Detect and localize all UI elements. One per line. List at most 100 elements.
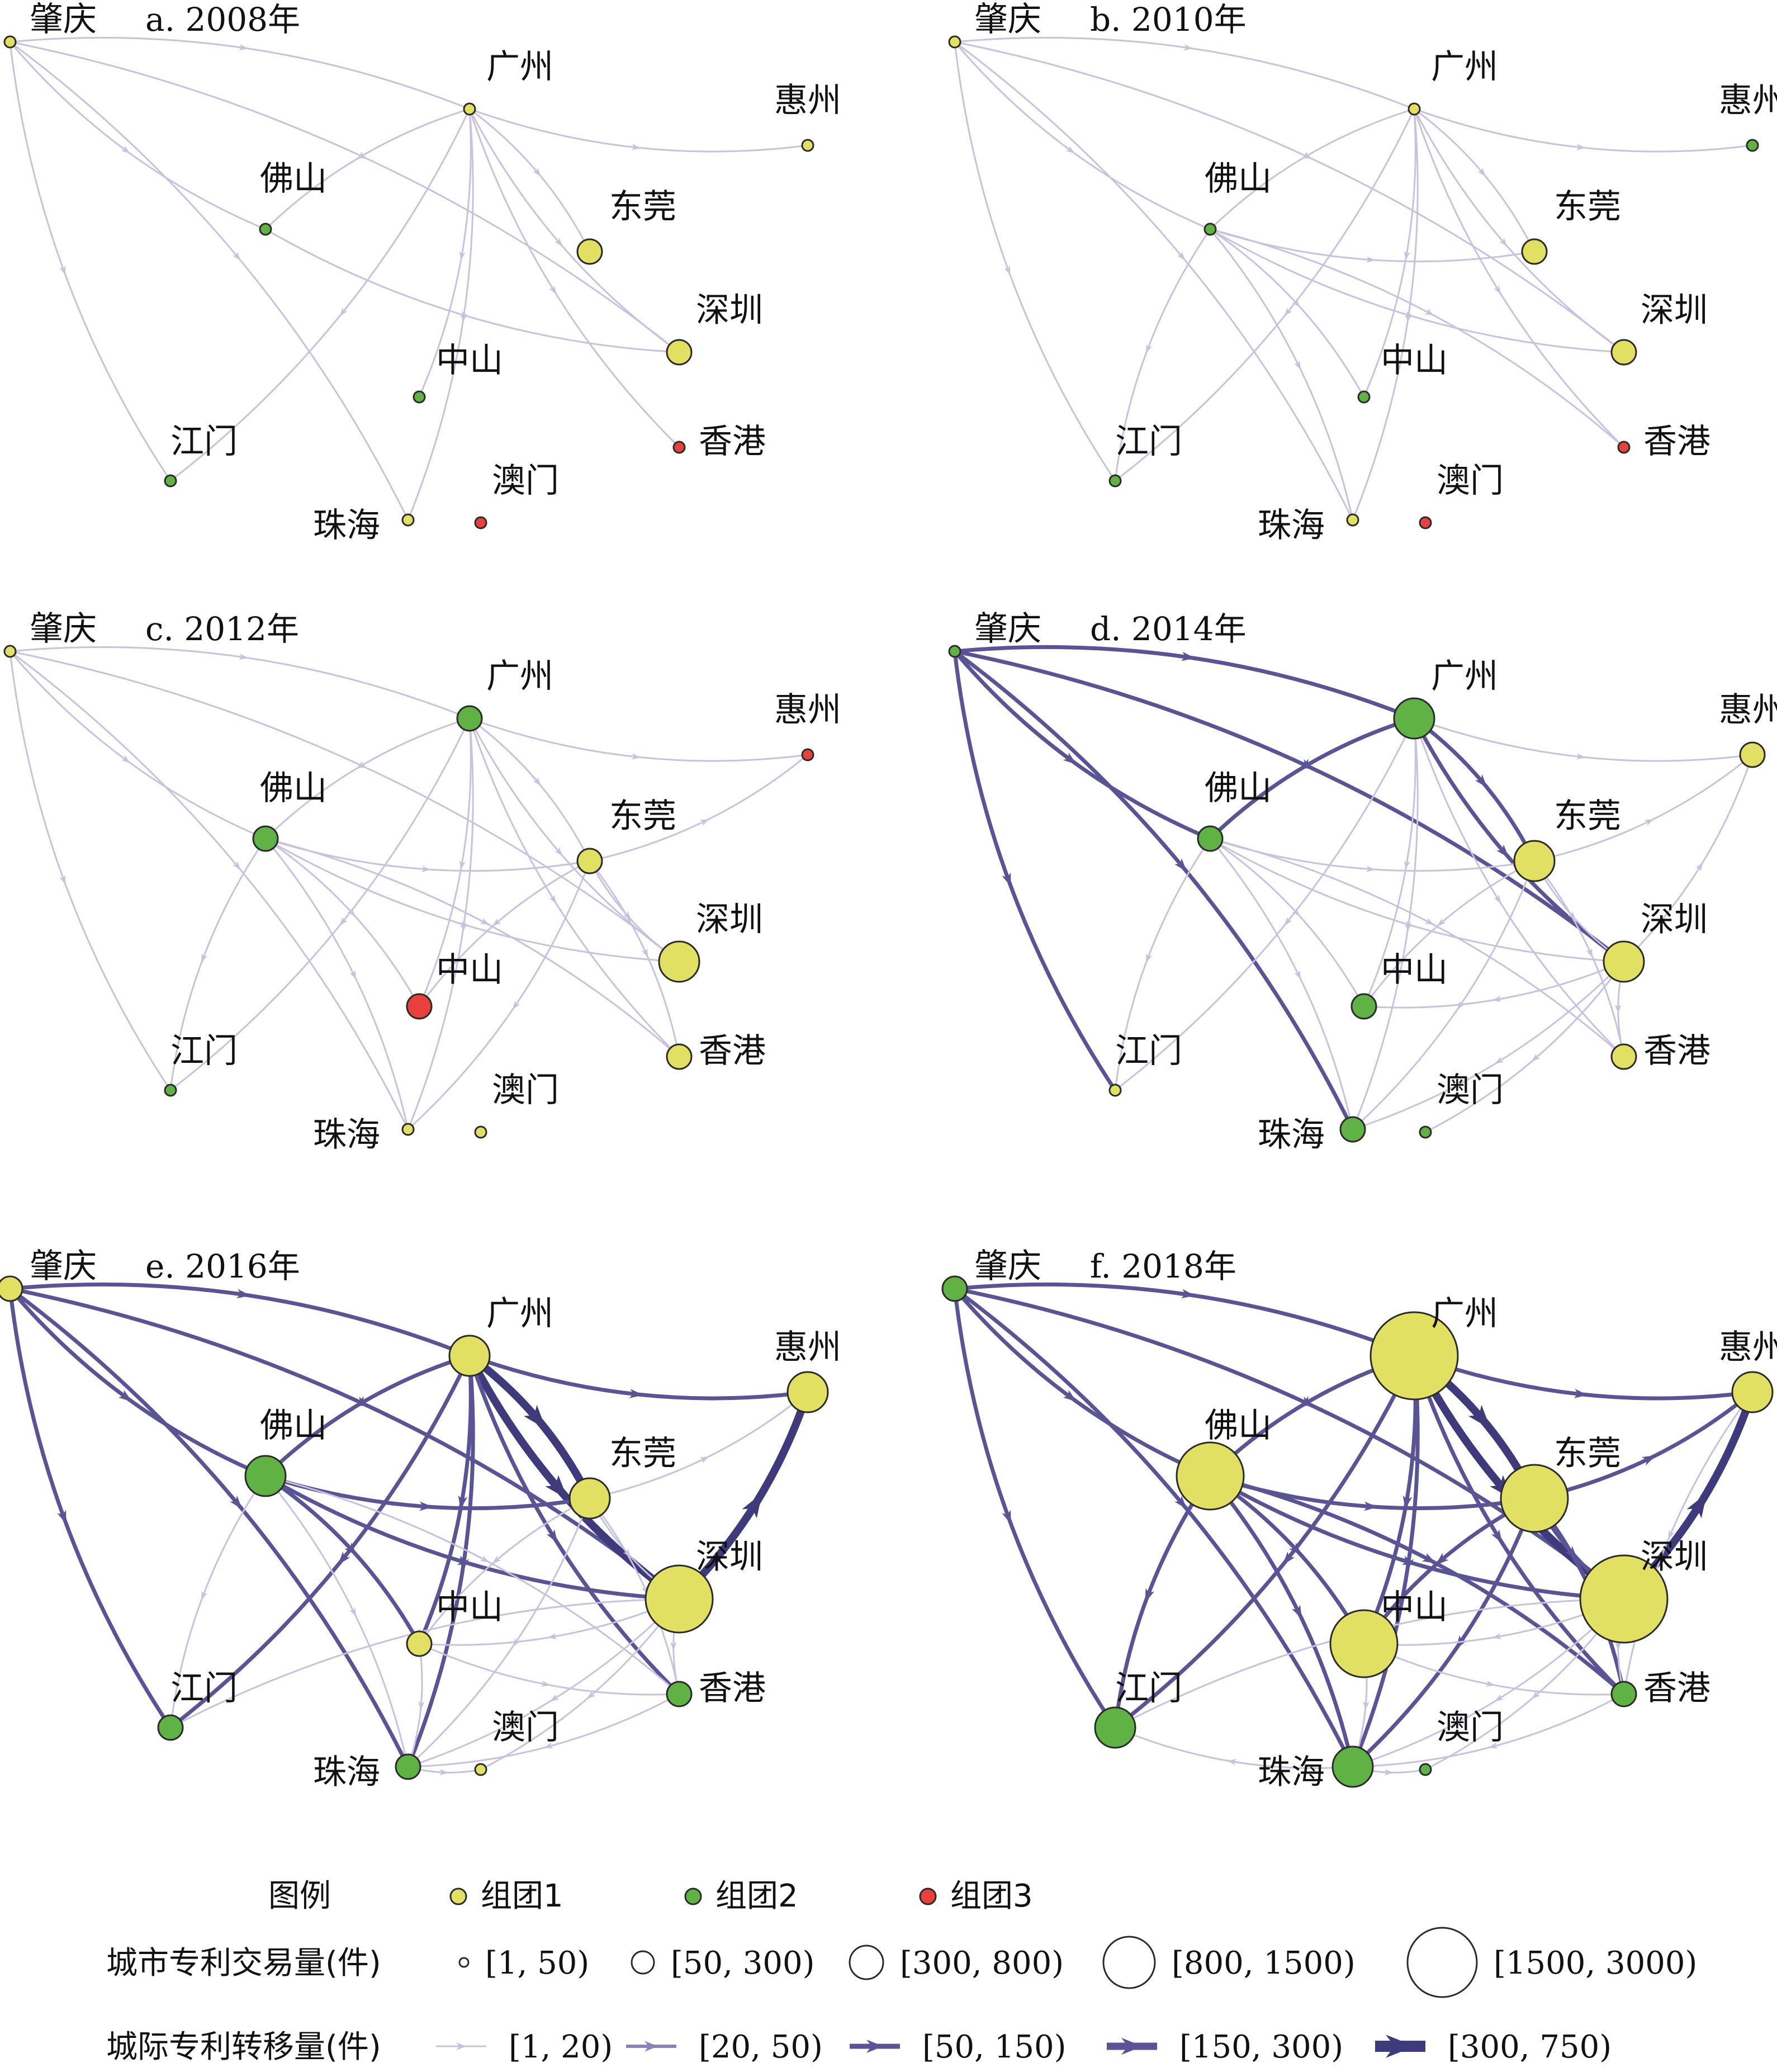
city-node (1331, 1745, 1374, 1788)
edge-arrow (1492, 1633, 1502, 1640)
city-label: 佛山 (1205, 1406, 1272, 1445)
city-node (401, 513, 415, 527)
city-node (1419, 1763, 1432, 1776)
city-node (1346, 513, 1359, 527)
city-node (395, 1753, 421, 1780)
transfer-edge (1413, 108, 1625, 353)
city-label: 惠州 (1719, 1328, 1777, 1367)
city-label: 广州 (486, 657, 553, 696)
edge-arrow (1366, 865, 1376, 872)
city-label: 东莞 (609, 797, 676, 836)
edge-arrow (1065, 145, 1075, 154)
edge-arrow (1294, 361, 1301, 370)
city-node (1419, 516, 1432, 529)
edge-arrow (1364, 1501, 1378, 1511)
edge-arrow (541, 1680, 551, 1687)
edge-arrow (1299, 1396, 1314, 1407)
transfer-edge (9, 650, 680, 963)
edge-arrow (1404, 251, 1410, 261)
city-label: 珠海 (313, 1753, 380, 1792)
edge-arrow (421, 865, 431, 872)
city-node (1329, 1609, 1399, 1678)
edge-arrow (339, 307, 348, 316)
city-label: 惠州 (774, 81, 841, 120)
legend-edge-label: [50, 150) (922, 2029, 1066, 2065)
edge-arrow (1181, 1289, 1196, 1299)
city-node (786, 1371, 829, 1413)
edge-arrow (347, 907, 356, 917)
city-node (463, 102, 476, 116)
transfer-edge (954, 41, 1116, 482)
city-label: 佛山 (260, 159, 327, 198)
city-label: 江门 (170, 1032, 238, 1071)
edge-arrow (1294, 970, 1301, 980)
legend-size-circle (849, 1945, 884, 1980)
panel-title: f. 2018年 (1090, 1247, 1236, 1285)
city-node (576, 238, 603, 265)
city-label: 广州 (1431, 1294, 1498, 1333)
edge-arrow (1435, 1553, 1449, 1565)
edges (8, 1282, 812, 1776)
edge-arrow (457, 1555, 472, 1565)
city-label: 深圳 (1641, 1538, 1708, 1577)
transfer-edge (9, 41, 172, 482)
transfer-edge (953, 649, 1626, 964)
city-node (406, 993, 433, 1020)
city-label: 中山 (1381, 950, 1448, 990)
edge-arrow (1499, 238, 1508, 247)
city-label: 肇庆 (30, 0, 97, 39)
city-node (3, 645, 17, 658)
edge-arrow (1494, 1057, 1504, 1065)
edge-arrow (1004, 266, 1011, 276)
panel-title: b. 2010年 (1090, 1, 1247, 39)
city-label: 广州 (1431, 48, 1498, 87)
city-label: 深圳 (696, 291, 763, 330)
edge-arrow (232, 252, 241, 261)
city-label: 江门 (170, 422, 238, 461)
city-label: 肇庆 (974, 1247, 1041, 1286)
edge-arrow (1686, 1493, 1707, 1518)
edge-arrow (1531, 1691, 1541, 1700)
city-label: 香港 (1643, 1669, 1710, 1708)
edge-arrow (1002, 872, 1011, 887)
edge-arrow (1282, 1551, 1295, 1565)
edge-arrow (1146, 344, 1153, 354)
legend-size-label: [1500, 3000) (1494, 1945, 1697, 1981)
transfer-edge (468, 108, 680, 448)
city-node (3, 35, 17, 49)
edge-arrow (1145, 1588, 1155, 1603)
city-node (1350, 993, 1377, 1020)
edge-arrow (1615, 1642, 1622, 1651)
city-label: 东莞 (609, 1434, 676, 1473)
legend-size-label: [800, 1500) (1172, 1945, 1356, 1981)
edge-arrow (459, 251, 466, 261)
edge-arrow (1177, 252, 1186, 261)
edge-arrow (239, 653, 249, 660)
city-label: 肇庆 (974, 0, 1041, 39)
edge-arrow (1644, 819, 1654, 826)
city-label: 东莞 (1554, 1434, 1621, 1473)
edge-arrow (459, 311, 470, 318)
edge-arrow (1174, 1496, 1187, 1510)
transfer-edge (1413, 108, 1754, 153)
edge-arrow (121, 755, 130, 763)
city-label: 江门 (1115, 1669, 1182, 1708)
edge-arrow (59, 875, 66, 885)
edge-arrow (1291, 298, 1300, 308)
edge-arrow (1496, 844, 1509, 858)
city-label: 惠州 (774, 690, 841, 730)
edge-arrow (232, 861, 241, 870)
edge-arrow (1492, 996, 1502, 1002)
city-node (1610, 1043, 1637, 1070)
edge-arrow (1475, 774, 1487, 788)
edge-arrow (1291, 1605, 1302, 1619)
city-node (252, 825, 279, 852)
city-node (1419, 1125, 1432, 1139)
legend-size-circle (1102, 1936, 1156, 1989)
edge-arrow (201, 1591, 208, 1601)
city-node (1610, 1681, 1637, 1707)
edges (954, 36, 1754, 521)
edge-arrow (1668, 1530, 1675, 1540)
